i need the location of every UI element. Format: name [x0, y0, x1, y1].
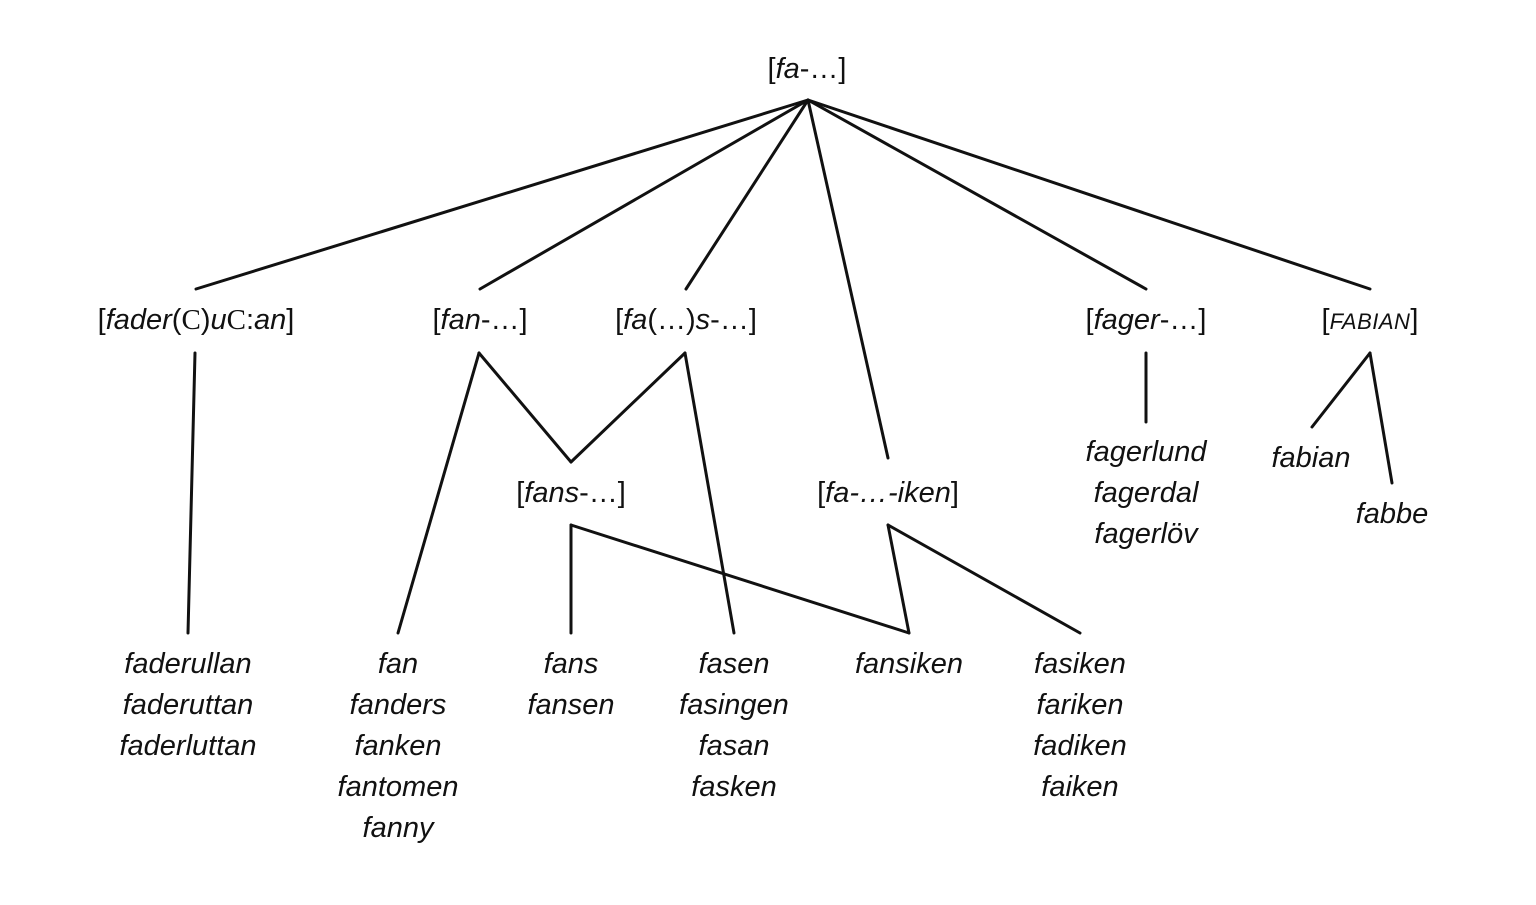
bracket: [ — [432, 304, 441, 336]
bracket: [ — [97, 304, 106, 336]
bracket: [ — [1321, 304, 1330, 336]
node-root-stem: fa — [775, 53, 800, 85]
bracket: [ — [767, 53, 776, 85]
node-fas-stem: fa — [623, 304, 648, 336]
leaf-word: fanders — [349, 689, 447, 721]
edge-fan-words — [396, 351, 481, 635]
node-root-rest: -…] — [799, 53, 847, 85]
edge-fas-fans — [569, 351, 687, 464]
leaf-word: fariken — [1036, 689, 1124, 721]
node-fager-stem: fager — [1093, 304, 1160, 336]
bracket: [ — [817, 477, 826, 509]
paren: ) — [200, 304, 211, 336]
edge-fans-fansiken — [569, 523, 911, 635]
node-fas-rest: -…] — [710, 304, 757, 336]
leaf-word: fansiken — [854, 648, 964, 680]
node-fan-stem: fan — [440, 304, 481, 336]
leaf-word: fanny — [362, 812, 434, 844]
edge-faiken-fansiken — [886, 523, 911, 635]
leaf-word: fasiken — [1034, 648, 1126, 680]
bracket: ] — [286, 304, 295, 336]
node-fager: [fager-…] — [1086, 306, 1207, 335]
leaf-word: fagerdal — [1093, 477, 1199, 509]
leaf-list-fager: fagerlund fagerdal fagerlöv — [1086, 432, 1207, 555]
leaf-fabbe: fabbe — [1356, 494, 1429, 535]
edge-fas-words — [683, 351, 736, 635]
leaf-list-iken: fasiken fariken fadiken faiken — [1033, 644, 1127, 808]
node-faiken: [fa-…-iken] — [817, 479, 959, 508]
bracket: [ — [516, 477, 525, 509]
edge-fader-words — [186, 351, 197, 635]
leaf-list-fas: fasen fasingen fasan fasken — [679, 644, 789, 808]
leaf-word: faderuttan — [122, 689, 254, 721]
consonant: C — [181, 304, 201, 336]
edge-fabian-fabian — [1310, 351, 1372, 429]
edge-root-faiken — [806, 98, 890, 460]
node-fader-b: u — [210, 304, 227, 336]
leaf-word: fansen — [527, 689, 615, 721]
edge-root-fas — [684, 98, 810, 291]
leaf-list-fansiken: fansiken — [855, 644, 963, 685]
bracket: [ — [1085, 304, 1094, 336]
leaf-word: faderluttan — [119, 730, 257, 762]
leaf-fabian: fabian — [1271, 438, 1350, 479]
leaf-word: fasingen — [679, 689, 789, 721]
edge-fabian-fabbe — [1368, 351, 1394, 485]
node-fader: [fader(C)uC:an] — [98, 306, 295, 335]
leaf-word: fasan — [698, 730, 770, 762]
leaf-word: faderullan — [124, 648, 252, 680]
node-fan-rest: -…] — [480, 304, 528, 336]
leaf-word: fagerlund — [1085, 436, 1207, 468]
node-fas-mid: (…) — [647, 304, 696, 336]
leaf-word: fasen — [698, 648, 770, 680]
leaf-word: fans — [543, 648, 599, 680]
leaf-word: fantomen — [337, 771, 459, 803]
leaf-word: fadiken — [1033, 730, 1127, 762]
leaf-word: fabbe — [1355, 498, 1429, 530]
node-root: [fa-…] — [768, 55, 847, 84]
consonant: C — [226, 304, 246, 336]
node-fabian: [FABIAN] — [1322, 306, 1419, 335]
edge-fan-fans — [477, 351, 573, 464]
node-fas-s: s — [695, 304, 711, 336]
edge-root-fader — [194, 98, 810, 291]
bracket: [ — [615, 304, 624, 336]
node-faiken-stem: fa-…-iken — [825, 477, 951, 509]
leaf-word: fagerlöv — [1094, 518, 1198, 550]
leaf-list-fader: faderullan faderuttan faderluttan — [119, 644, 256, 767]
edge-faiken-words — [886, 523, 1082, 635]
leaf-word: fasken — [691, 771, 777, 803]
edge-root-fager — [806, 98, 1148, 291]
colon: : — [245, 304, 255, 336]
edge-root-fabian — [806, 98, 1372, 291]
node-fabian-stem: FABIAN — [1329, 309, 1411, 334]
leaf-word: fanken — [354, 730, 442, 762]
leaf-list-fan: fan fanders fanken fantomen fanny — [338, 644, 459, 849]
bracket: ] — [1410, 304, 1419, 336]
node-fager-rest: -…] — [1159, 304, 1207, 336]
leaf-list-fans: fans fansen — [527, 644, 614, 726]
bracket: ] — [950, 477, 959, 509]
leaf-word: fabian — [1271, 442, 1351, 474]
node-fan: [fan-…] — [432, 306, 527, 335]
node-fas: [fa(…)s-…] — [615, 306, 757, 335]
node-fans-stem: fans — [524, 477, 580, 509]
leaf-word: fan — [377, 648, 419, 680]
paren: ( — [171, 304, 182, 336]
node-fans-rest: -…] — [579, 477, 626, 509]
leaf-word: faiken — [1041, 771, 1119, 803]
node-fader-c: an — [254, 304, 287, 336]
node-fans: [fans-…] — [516, 479, 626, 508]
node-fader-a: fader — [105, 304, 172, 336]
edge-root-fan — [478, 98, 810, 291]
